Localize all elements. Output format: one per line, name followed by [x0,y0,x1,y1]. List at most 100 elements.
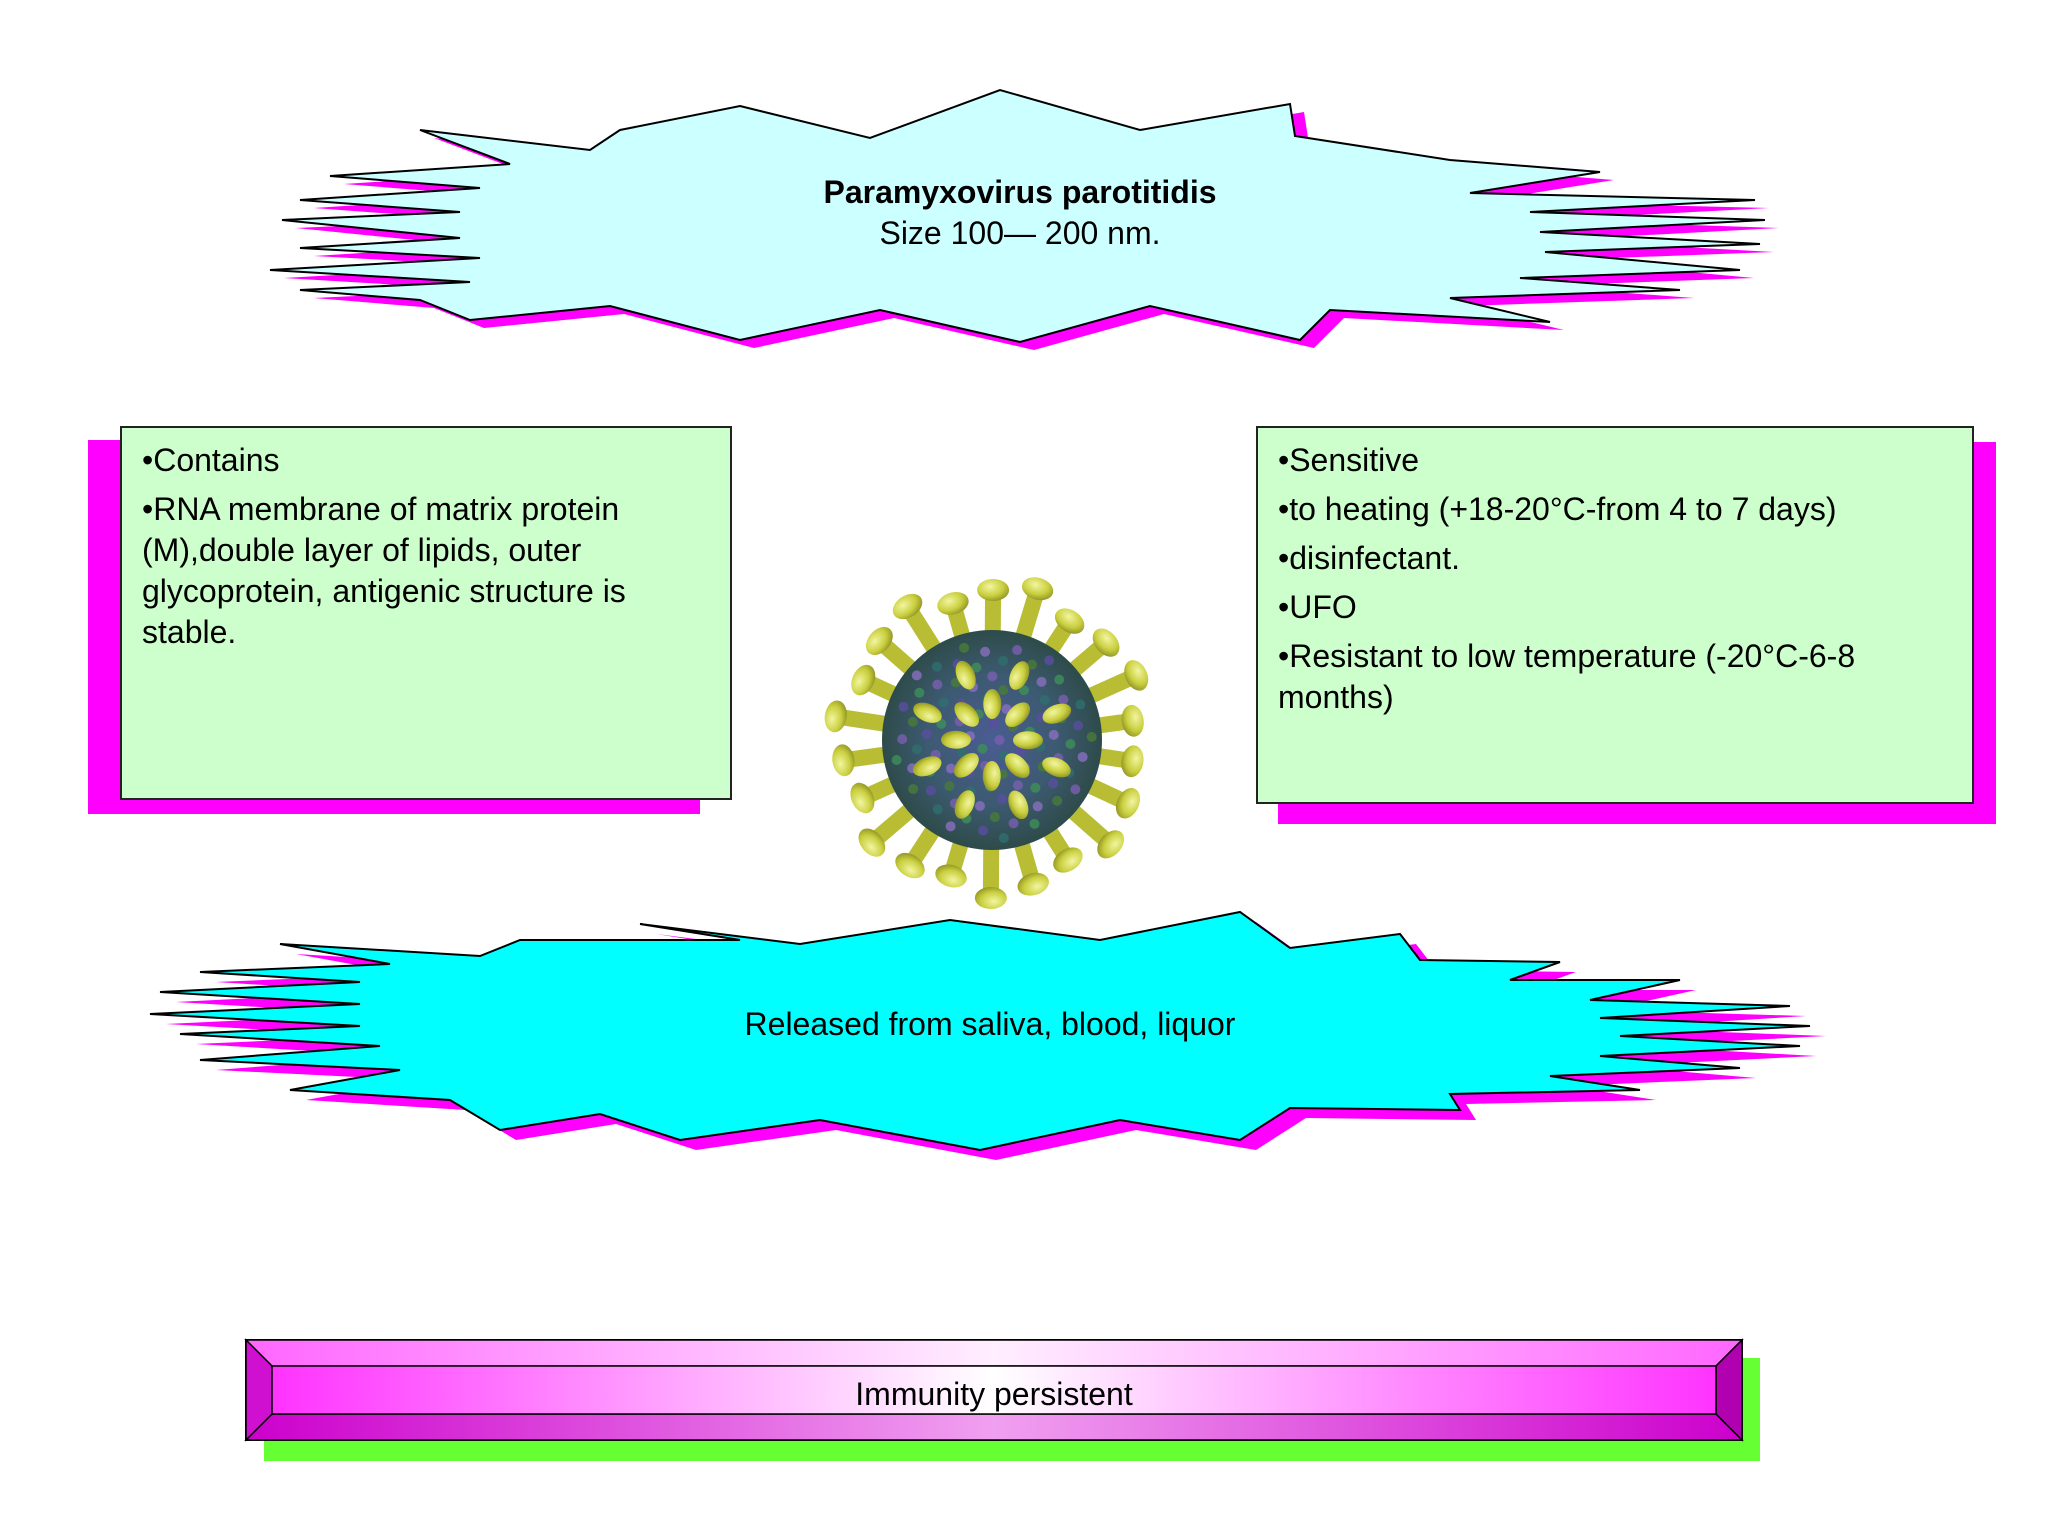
virus-surface-proteins [912,660,1072,820]
virus-texture-dot [1065,739,1076,750]
virus-spike-head [1092,628,1120,657]
virus-texture-dot [1077,751,1088,762]
virus-texture-dot [1032,801,1043,812]
virus-surface-protein [953,752,979,778]
virus-texture-dot [932,679,943,690]
right-info-list: Sensitive to heating (+18-20°C-from 4 to … [1278,440,1954,718]
virus-spike-head [1053,847,1083,873]
virus-surface-protein [913,702,942,723]
virus-spike-head [974,886,1007,909]
immunity-bar-bottom-bevel [244,1413,1744,1441]
virus-size: Size 100— 200 nm. [879,215,1161,251]
virus-texture-dot [1008,818,1019,829]
left-info-box: ContainsRNA membrane of matrix protein (… [120,426,732,800]
virus-texture-dot [898,701,909,712]
virus-spike-head [1115,788,1141,819]
virus-spike-head [865,626,893,655]
virus-texture-dot [945,821,956,832]
virus-texture-dot [998,832,1009,843]
virus-texture-dot [971,662,982,673]
virus-texture-dot [980,646,991,657]
right-box-item: to heating (+18-20°C-from 4 to 7 days) [1278,489,1954,530]
virus-surface-protein [1009,661,1030,690]
virus-surface-protein [941,730,972,749]
left-info-list: ContainsRNA membrane of matrix protein (… [142,440,712,653]
virus-texture-dot [1073,720,1084,731]
virus-surface-protein [1042,703,1072,724]
virus-texture-dot [1048,778,1059,789]
virus-texture-dot [914,687,925,698]
virus-texture-dot [907,716,918,727]
virus-texture-dot [1036,676,1047,687]
virus-texture-dot [908,784,919,795]
virus-texture-dot [988,718,999,729]
immunity-bar-top-bevel [244,1339,1744,1367]
virus-surface-protein [983,689,1002,720]
virus-texture-dot [1039,694,1050,705]
virus-texture-dot [1027,659,1038,670]
virus-texture-dot [1070,784,1081,795]
virus-texture-dot [921,728,932,739]
virus-texture-dot [998,685,1009,696]
virus-texture-dot [891,755,902,766]
virus-surface-protein [982,760,1001,791]
virus-spike-head [832,744,855,777]
virus-texture-dot [998,655,1009,666]
virus-texture-dot [944,781,955,792]
virus-spike-head [858,828,886,857]
right-box-item: Resistant to low temperature (-20°C-6-8 … [1278,636,1954,718]
virus-spike-head [977,579,1010,602]
right-box-item: UFO [1278,587,1954,628]
virus-spike-head [1124,660,1149,691]
virus-texture-dot [1030,782,1041,793]
virus-texture-dot [925,785,936,796]
virus-surface-protein [912,756,942,777]
middle-burst [149,910,1811,1152]
virus-texture-dot [932,804,943,815]
virus-surface-protein [1008,790,1029,820]
virus-texture-dot [974,800,985,811]
virus-texture-dot [956,747,967,758]
right-box-item: disinfectant. [1278,538,1954,579]
virus-texture-dot [1044,655,1055,666]
top-burst-text: Paramyxovirus parotitidis Size 100— 200 … [720,172,1320,254]
virus-texture-dot [1029,818,1040,829]
virus-surface-protein [1042,757,1071,778]
immunity-label: Immunity persistent [855,1376,1133,1412]
virus-spike-head [935,864,967,888]
release-text: Released from saliva, blood, liquor [744,1006,1236,1042]
virus-texture-dot [945,763,956,774]
virus-texture-dot [978,825,989,836]
virus-texture-dot [977,743,988,754]
left-box-item: RNA membrane of matrix protein (M),doubl… [142,489,712,653]
top-burst [269,88,1766,344]
virus-surface-protein [1012,731,1043,750]
virus-spike-head [1017,872,1049,896]
left-box-item: Contains [142,440,712,481]
virus-spike-head [850,782,875,814]
immunity-bar-face [271,1365,1717,1415]
virus-texture-dot [1018,685,1029,696]
virus-surface-protein [1004,753,1030,779]
virus-texture-dot [911,744,922,755]
virus-spike-head [1021,577,1054,601]
virus-spike-head [824,700,847,733]
virus-texture-dot [938,697,949,708]
virus-texture-dot [1012,645,1023,656]
virus-texture-dot [931,661,942,672]
virus-spike-head [1121,745,1144,778]
right-box-item: Sensitive [1278,440,1954,481]
virus-texture-dot [1086,731,1097,742]
virus-texture-dot [1012,780,1023,791]
virus-texture-dot [987,671,998,682]
virus-texture-dot [897,734,908,745]
virus-texture-dot [1054,674,1065,685]
virus-spike-head [1054,608,1085,634]
virus-spike-head [892,593,923,620]
virus-surface-protein [954,701,980,727]
virus-texture-dot [911,670,922,681]
virus-spike-head [1097,830,1125,859]
virus-texture-dot [1048,729,1059,740]
